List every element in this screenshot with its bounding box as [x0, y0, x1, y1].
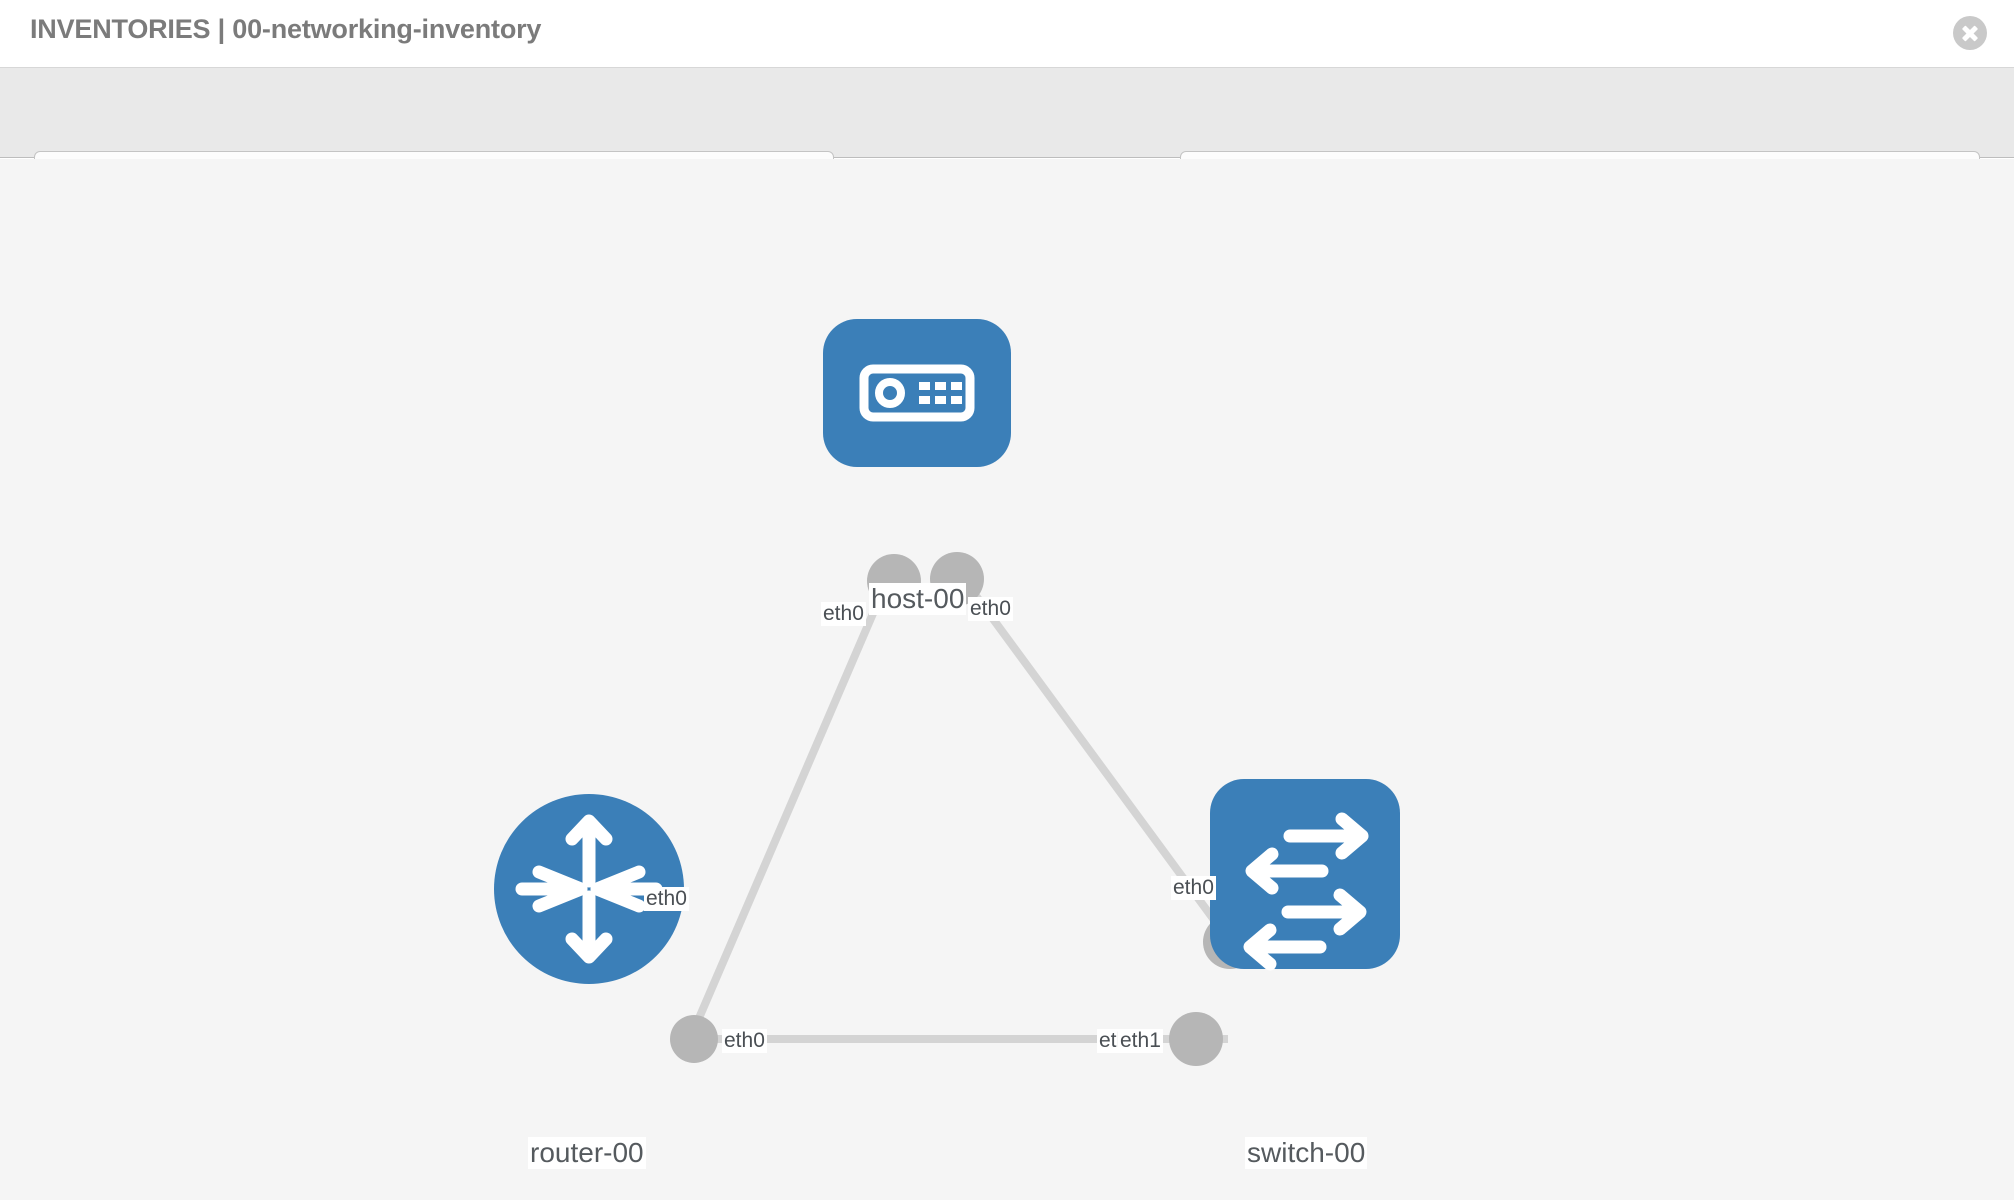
server-icon — [859, 364, 975, 422]
iface-label-router-eth0-up: eth0 — [644, 887, 689, 911]
bead-switch-eth1 — [1169, 1012, 1223, 1066]
iface-label-host-eth0-left: eth0 — [821, 602, 866, 626]
node-label-switch-00: switch-00 — [1245, 1137, 1368, 1169]
iface-label-switch-eth0-up: eth0 — [1171, 876, 1216, 900]
topology-canvas[interactable]: host-00 router-00 switch-00 eth0 eth0 et… — [0, 159, 2014, 1200]
close-icon[interactable] — [1953, 16, 1987, 50]
node-router-00 — [494, 794, 684, 984]
node-label-host-00: host-00 — [869, 583, 967, 615]
iface-label-host-eth0-right: eth0 — [968, 597, 1013, 621]
page-title: INVENTORIES | 00-networking-inventory — [30, 14, 542, 44]
topology-edges — [686, 571, 1232, 1043]
page-header: INVENTORIES | 00-networking-inventory — [0, 0, 2014, 68]
switch-arrows-icon — [1243, 812, 1369, 971]
bead-router-eth0 — [670, 1015, 718, 1063]
edge-host-router — [686, 572, 894, 1041]
node-label-router-00: router-00 — [528, 1137, 646, 1169]
topology-graph — [494, 319, 1400, 1066]
node-host-00 — [823, 319, 1011, 467]
node-switch-00 — [1210, 779, 1400, 971]
toolbar: ACTIONS SEARCH — [0, 68, 2014, 205]
iface-label-router-eth0-right: eth0 — [722, 1029, 767, 1053]
interface-beads — [670, 552, 1257, 1066]
iface-label-switch-eth1: eth1 — [1118, 1029, 1163, 1053]
